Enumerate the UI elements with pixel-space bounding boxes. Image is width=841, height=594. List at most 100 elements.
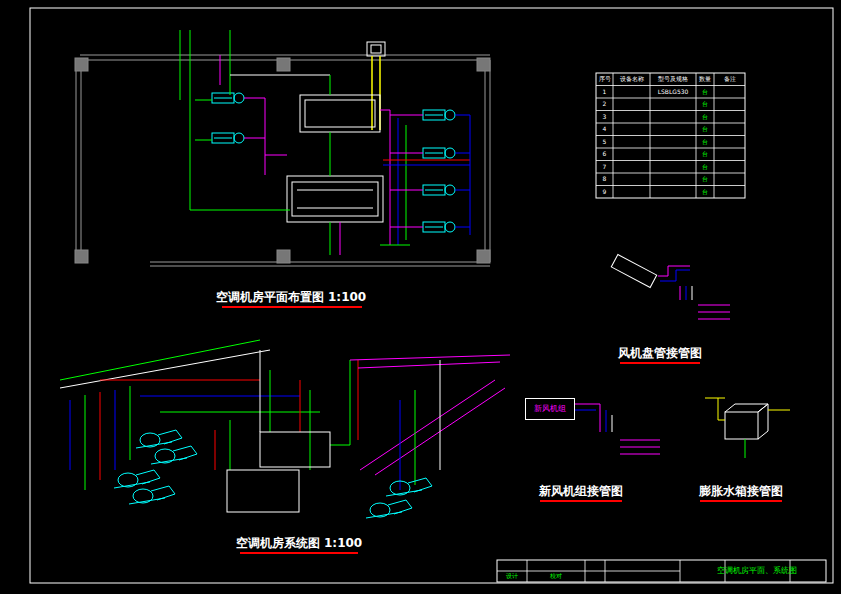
table-rule xyxy=(596,85,745,86)
table-rule xyxy=(596,110,745,111)
pipe-line xyxy=(676,270,690,271)
view-title: 空调机房系统图 1:100 xyxy=(236,537,362,549)
pump-symbol xyxy=(423,110,445,120)
pump-symbol xyxy=(114,482,150,488)
column xyxy=(477,58,490,71)
equipment-table xyxy=(596,73,745,198)
wall-line xyxy=(81,60,82,262)
pump-symbol xyxy=(425,227,443,228)
pipe-line xyxy=(300,380,301,432)
pump-symbol xyxy=(214,98,232,99)
pipe-line xyxy=(260,350,261,432)
pipe-line xyxy=(705,398,725,399)
table-cell: 备注 xyxy=(724,76,736,82)
pipe-line xyxy=(668,266,690,267)
pipe-line xyxy=(310,390,311,470)
pipe-line xyxy=(575,410,596,411)
pipe-line xyxy=(620,447,660,448)
pipe-line xyxy=(265,98,266,175)
pump-symbol xyxy=(445,110,455,120)
table-cell: 9 xyxy=(603,189,607,195)
pipe-line xyxy=(115,390,116,470)
pipe-line xyxy=(230,30,231,95)
pump-symbol xyxy=(212,93,234,103)
wall-line xyxy=(485,60,486,262)
flue-shaft xyxy=(371,45,381,53)
pipe-line xyxy=(190,210,290,211)
pipe-line xyxy=(340,222,341,255)
pump-symbol xyxy=(129,498,165,504)
pump-symbol xyxy=(386,490,422,496)
table-rule xyxy=(596,148,745,149)
title-block-text: 校对 xyxy=(550,573,562,579)
table-cell: 8 xyxy=(603,176,607,182)
pipe-line xyxy=(406,125,407,240)
table-cell: 台 xyxy=(702,126,708,132)
pipe-line xyxy=(360,380,495,470)
chiller-unit xyxy=(260,432,330,467)
pipe-line xyxy=(692,286,693,300)
column xyxy=(277,250,290,263)
pipe-line xyxy=(390,227,423,228)
pipe-line xyxy=(470,115,471,235)
pipe-line xyxy=(265,155,287,156)
title-underline xyxy=(620,362,700,364)
title-underline xyxy=(222,306,362,308)
pipe-line xyxy=(330,75,331,95)
view-title: 空调机房平面布置图 1:100 xyxy=(216,291,366,303)
table-rule xyxy=(596,173,745,174)
pipe-line xyxy=(400,400,401,490)
pipe-line xyxy=(160,412,320,413)
table-cell: 台 xyxy=(702,101,708,107)
pump-symbol xyxy=(151,458,187,464)
pump-symbol xyxy=(366,512,402,518)
column xyxy=(477,250,490,263)
pipe-line xyxy=(85,395,86,490)
wall-line xyxy=(490,60,491,262)
table-cell: 台 xyxy=(702,89,708,95)
table-cell: 4 xyxy=(603,126,607,132)
pipe-line xyxy=(698,312,730,313)
view-title: 风机盘管接管图 xyxy=(618,347,702,359)
pump-symbol xyxy=(234,93,244,103)
column xyxy=(277,58,290,71)
pipe-line xyxy=(380,110,390,111)
pump-symbol xyxy=(445,148,455,158)
table-rule xyxy=(650,73,651,198)
chiller-unit xyxy=(305,100,375,127)
chiller-unit xyxy=(297,190,373,191)
title-underline xyxy=(540,500,622,502)
sheet-frame xyxy=(30,8,833,583)
pipe-line xyxy=(658,276,668,277)
pump-symbol xyxy=(423,222,445,232)
table-rule xyxy=(696,73,697,198)
table-cell: 设备名称 xyxy=(620,76,644,82)
pipe-line xyxy=(668,266,669,276)
table-cell: 台 xyxy=(702,114,708,120)
pipe-line xyxy=(745,439,746,458)
pump-symbol xyxy=(214,138,232,139)
pipe-line xyxy=(612,415,613,432)
table-cell: 2 xyxy=(603,101,607,107)
title-underline xyxy=(700,500,782,502)
pipe-line xyxy=(455,227,470,228)
table-cell: 序号 xyxy=(599,76,611,82)
pipe-line xyxy=(70,400,71,470)
table-rule xyxy=(596,185,745,186)
pipe-line xyxy=(195,140,212,141)
table-cell: 台 xyxy=(702,139,708,145)
pipe-line xyxy=(600,404,601,432)
pipe-line xyxy=(383,165,470,166)
pipe-line xyxy=(390,115,423,116)
pipe-line xyxy=(100,392,101,480)
table-cell: 台 xyxy=(702,189,708,195)
pipe-line xyxy=(383,160,470,161)
pump-symbol xyxy=(425,115,443,116)
pipe-line xyxy=(676,270,677,281)
pump-symbol xyxy=(445,185,455,195)
pipe-line xyxy=(330,132,331,176)
table-cell: LSBLG530 xyxy=(658,89,689,95)
table-rule xyxy=(714,73,715,198)
chiller-unit xyxy=(292,182,378,216)
